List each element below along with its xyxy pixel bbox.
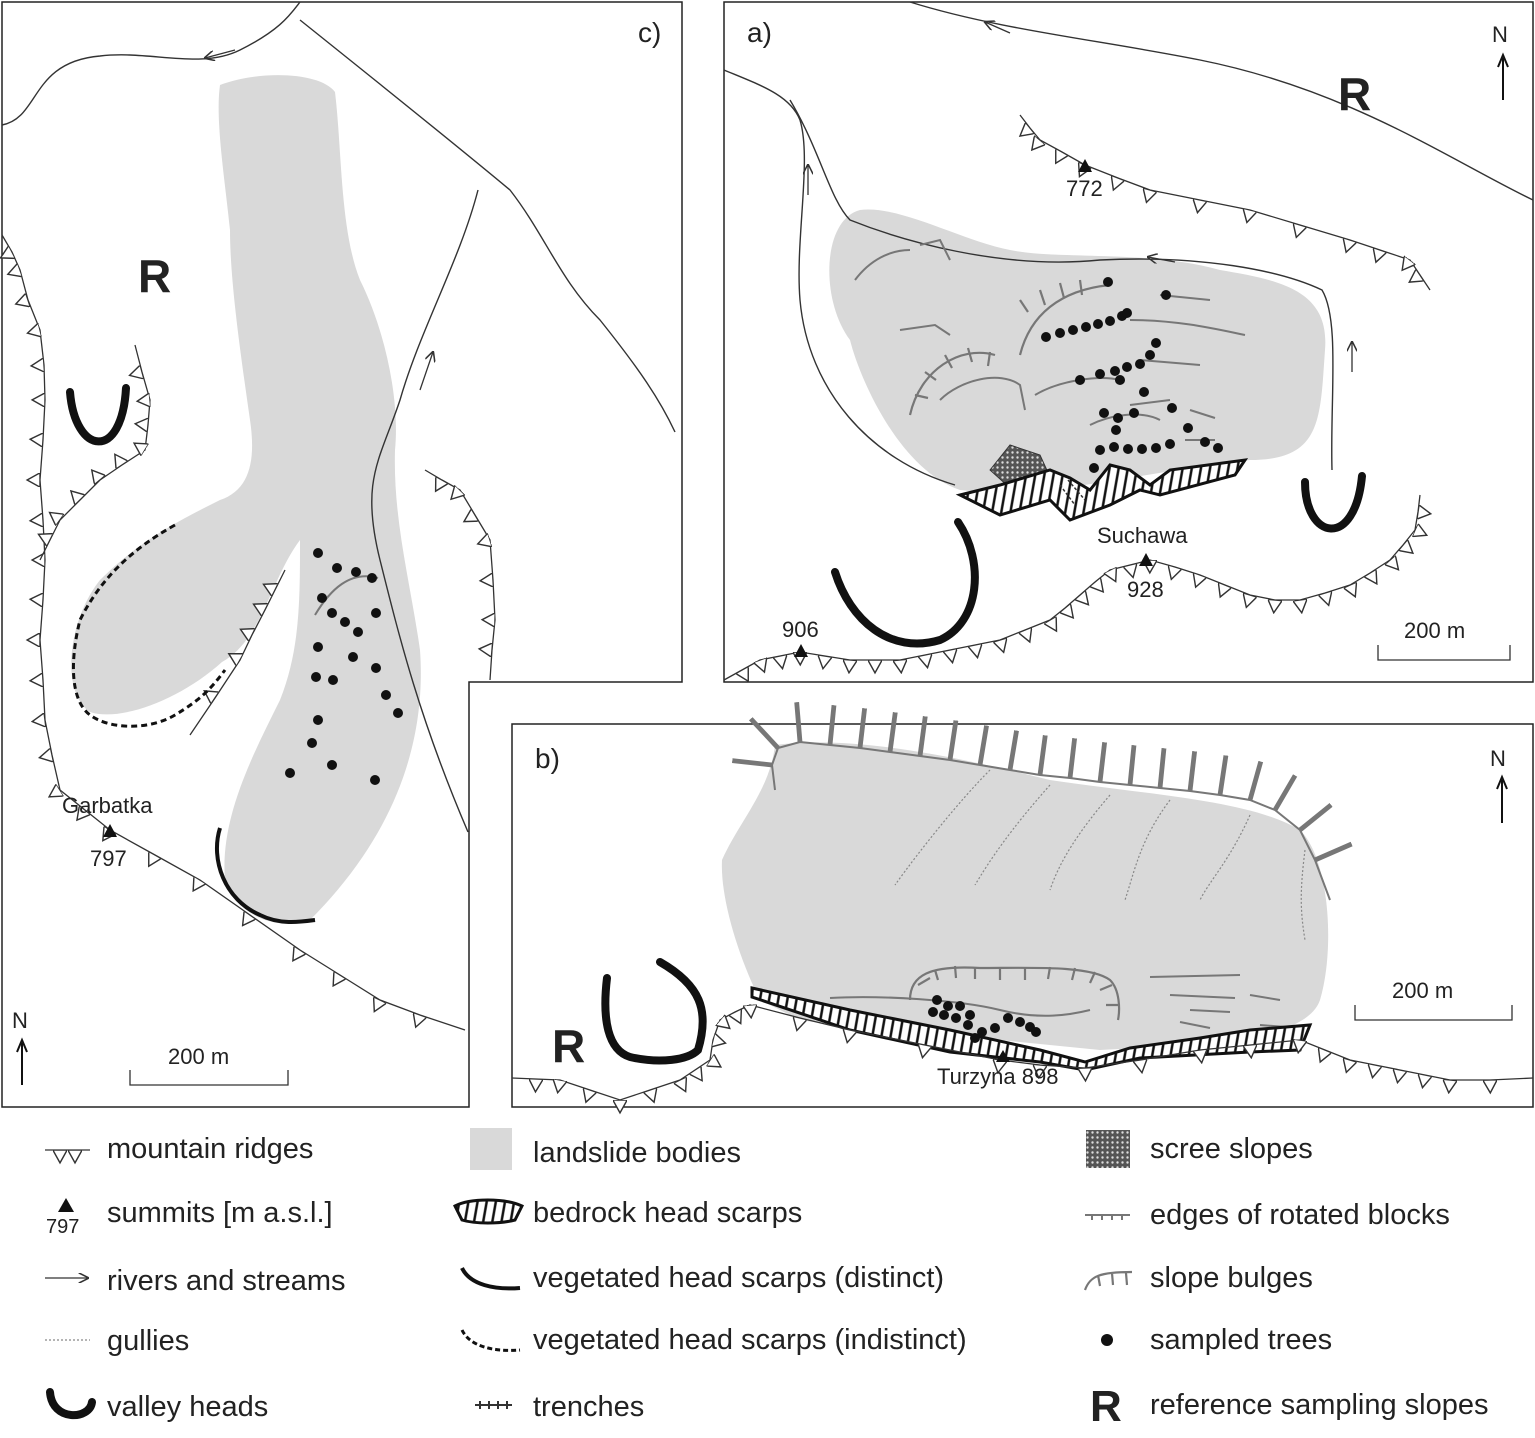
reference-slope-label: R [552, 1020, 585, 1072]
summit-icon [996, 1050, 1010, 1062]
scale-label: 200 m [1392, 978, 1453, 1003]
sampled-tree-symbol-icon [1101, 1334, 1113, 1346]
slope-bulge [908, 351, 996, 416]
mountain-ridge [2, 234, 466, 1031]
legend-rivers: rivers and streams [107, 1265, 346, 1297]
valley-head [1301, 472, 1366, 533]
panel-label: a) [747, 17, 772, 48]
panel-b: b) R N 200 m Turzyna 898 [511, 701, 1534, 1107]
landslide-body [829, 209, 1326, 493]
river [723, 69, 956, 486]
north-label: N [1492, 22, 1508, 47]
legend-vegetated-indistinct: vegetated head scarps (indistinct) [533, 1324, 967, 1356]
flow-arrow [985, 22, 1011, 34]
legend-bedrock-scarps: bedrock head scarps [533, 1197, 802, 1229]
bedrock-head-scarp [955, 458, 1249, 522]
scale-bar [1377, 645, 1511, 661]
legend-mountain-ridges: mountain ridges [107, 1133, 313, 1165]
legend-reference-slopes: reference sampling slopes [1150, 1389, 1489, 1421]
legend-landslide-bodies: landslide bodies [533, 1137, 741, 1169]
summit-label: Turzyna 898 [937, 1064, 1058, 1089]
scree-symbol-icon [1086, 1130, 1130, 1168]
sampled-trees [1041, 277, 1223, 473]
summit-name: Garbatka [62, 793, 153, 818]
slope-bulge-ticks [917, 965, 1118, 1007]
scale-label: 200 m [168, 1044, 229, 1069]
valley-head [66, 384, 130, 446]
mountain-ridge [511, 1004, 1534, 1100]
summit-icon [1139, 553, 1153, 566]
slope-bulge-top-scarp [731, 701, 1353, 901]
mountain-ridge [723, 494, 1420, 680]
north-label: N [12, 1008, 28, 1033]
reference-slope-label: R [1338, 68, 1371, 120]
legend-summits: summits [m a.s.l.] [107, 1197, 333, 1229]
legend-gullies: gullies [107, 1325, 189, 1357]
legend-sampled-trees: sampled trees [1150, 1324, 1332, 1356]
summit-icon [1078, 159, 1092, 172]
valley-head [601, 958, 707, 1065]
mountain-ridge [1020, 114, 1431, 291]
legend-rotated-edges: edges of rotated blocks [1150, 1199, 1450, 1231]
scale-bar [1354, 1005, 1513, 1021]
flow-arrow [205, 49, 236, 58]
mountain-ridge [424, 469, 496, 681]
summit-icon [103, 824, 117, 837]
trench [1059, 479, 1086, 506]
bedrock-scarp-symbol-icon [453, 1198, 525, 1225]
gullies [894, 769, 1306, 941]
slope-bulge-symbol-icon [1083, 1270, 1133, 1291]
reference-symbol: R [1090, 1382, 1122, 1431]
mountain-ridge [40, 344, 150, 561]
north-arrow-icon [16, 1037, 28, 1085]
sampled-trees [285, 548, 403, 785]
valley-head-symbol-icon [46, 1388, 96, 1419]
scale-label: 200 m [1404, 618, 1465, 643]
legend-trenches: trenches [533, 1391, 644, 1423]
trench-symbol-icon [475, 1401, 512, 1409]
legend-summit-example: 797 [46, 1216, 79, 1238]
summit-name: Suchawa [1097, 523, 1188, 548]
legend-vegetated-distinct: vegetated head scarps (distinct) [533, 1262, 944, 1294]
legend-valley-heads: valley heads [107, 1391, 268, 1423]
panel-c-frame [1, 1, 683, 1108]
north-arrow-icon [1496, 774, 1508, 823]
vegetated-scarp-distinct-icon [460, 1266, 521, 1291]
legend: mountain ridges 797 summits [m a.s.l.] r… [45, 1128, 1489, 1431]
slope-bulge-ticks [1019, 279, 1084, 313]
panel-label: c) [638, 17, 661, 48]
slope-bulge [1018, 283, 1111, 356]
panel-c: c) R Garbatka 797 N 200 m [1, 1, 683, 1108]
mountain-ridge [189, 569, 286, 736]
vegetated-head-scarp-indistinct [72, 523, 227, 728]
summit-elevation: 772 [1066, 176, 1103, 201]
slope-bulge [908, 966, 1121, 1021]
summit-symbol-icon [58, 1198, 74, 1212]
landslide-symbol-icon [470, 1128, 512, 1170]
panel-label: b) [535, 743, 560, 774]
legend-slope-bulges: slope bulges [1150, 1262, 1313, 1294]
north-label: N [1490, 746, 1506, 771]
north-arrow-icon [1497, 52, 1509, 100]
river [299, 19, 676, 433]
summit-elevation: 928 [1127, 577, 1164, 602]
panel-a: a) R N 772 Suchawa 928 906 200 m [723, 1, 1534, 683]
river [909, 1, 1534, 201]
sampled-trees [928, 995, 1041, 1043]
legend-scree: scree slopes [1150, 1133, 1313, 1165]
summit-elevation: 906 [782, 617, 819, 642]
summit-icon [794, 644, 808, 657]
vegetated-head-scarp-distinct [214, 827, 316, 924]
slope-bulge-ticks [914, 347, 992, 400]
valley-head [831, 518, 979, 648]
vegetated-scarp-indistinct-icon [460, 1329, 521, 1352]
river [1, 1, 301, 126]
summit-elevation: 797 [90, 846, 127, 871]
rotated-edge-symbol-icon [1085, 1214, 1130, 1220]
reference-slope-label: R [138, 250, 171, 302]
flow-arrow [419, 352, 433, 391]
scale-bar [129, 1070, 289, 1086]
